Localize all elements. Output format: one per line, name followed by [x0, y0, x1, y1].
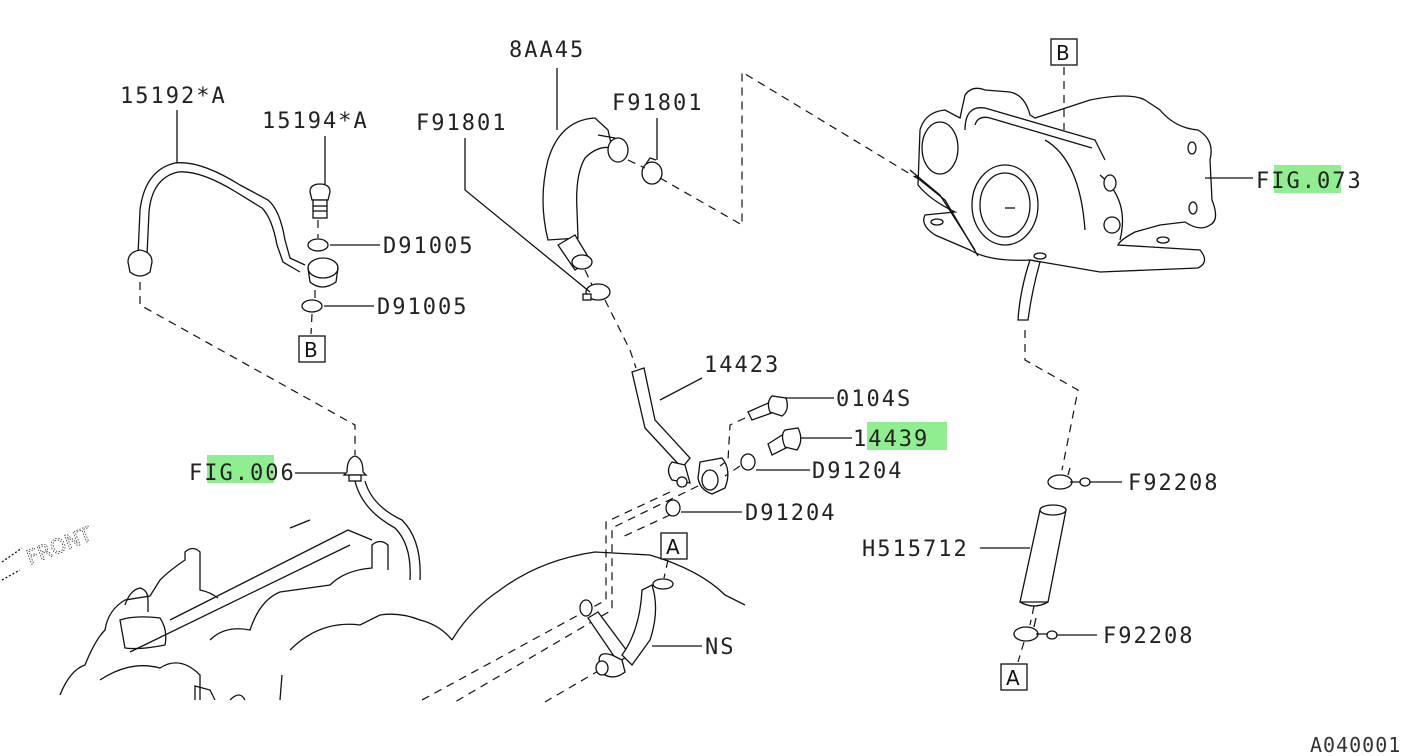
label-14423[interactable]: 14423	[704, 353, 780, 378]
label-F91801-right[interactable]: F91801	[612, 91, 703, 116]
leader-line	[464, 138, 591, 293]
diagram-code: A040001	[1310, 733, 1401, 756]
highlight	[867, 422, 947, 450]
assembly-line	[663, 559, 669, 579]
assembly-line	[724, 465, 741, 477]
front-direction-indicator: FRONT	[1, 521, 96, 581]
label-D91204-top[interactable]: D91204	[812, 459, 903, 484]
clamp-f91801-left[interactable]	[582, 283, 611, 301]
label-15194A[interactable]: 15194*A	[262, 109, 369, 134]
fitting-fig006[interactable]	[342, 455, 368, 482]
assembly-line	[584, 269, 637, 369]
ref-box-B-top[interactable]	[1050, 38, 1078, 66]
ref-box-A-middle[interactable]	[660, 532, 688, 560]
label-14439[interactable]: 14439	[853, 422, 947, 452]
ref-box-B-top-text: B	[1056, 41, 1070, 65]
label-F91801-left[interactable]: F91801	[416, 111, 507, 136]
label-NS[interactable]: NS	[705, 635, 736, 660]
union-bolt-15194[interactable]	[309, 183, 331, 219]
highlight	[207, 455, 274, 483]
label-D91204-bottom[interactable]: D91204	[745, 501, 836, 526]
highlight	[1274, 165, 1341, 193]
clamp-f92208-bottom[interactable]	[1013, 617, 1058, 642]
svg-text:14439: 14439	[853, 427, 929, 452]
ref-box-A-middle-text: A	[666, 535, 680, 559]
svg-text:FIG.006: FIG.006	[189, 461, 296, 486]
ref-box-A-bottom[interactable]	[1000, 663, 1028, 691]
svg-text:FRONT: FRONT	[23, 521, 96, 569]
label-D91005-bottom[interactable]: D91005	[377, 295, 468, 320]
ref-box-B-left-text: B	[304, 338, 318, 362]
label-H515712[interactable]: H515712	[862, 537, 969, 562]
label-FIG006[interactable]: FIG.006	[189, 455, 296, 486]
hose-8AA45[interactable]	[542, 117, 629, 271]
union-bolt-14439[interactable]	[767, 427, 802, 456]
leader-line	[659, 377, 703, 401]
label-D91005-top[interactable]: D91005	[383, 234, 474, 259]
svg-text:FIG.073: FIG.073	[1256, 169, 1363, 194]
ref-box-A-bottom-text: A	[1006, 666, 1020, 690]
assembly-line	[619, 514, 671, 539]
assembly-line	[544, 669, 601, 703]
assembly-line	[1017, 641, 1025, 663]
engine-block	[59, 480, 746, 701]
label-FIG073[interactable]: FIG.073	[1256, 165, 1363, 194]
assembly-line	[1029, 605, 1035, 626]
label-8AA45[interactable]: 8AA45	[509, 38, 585, 63]
clamp-f91801-right[interactable]	[641, 157, 663, 185]
assembly-line	[719, 417, 746, 467]
washer-d91005-bottom[interactable]	[301, 299, 323, 313]
label-F92208-bottom[interactable]: F92208	[1103, 624, 1194, 649]
oil-pipe-15192[interactable]	[127, 162, 339, 288]
assembly-line	[454, 485, 699, 703]
hose-fitting-NS[interactable]	[579, 578, 674, 678]
clamp-f92208-top[interactable]	[1047, 467, 1091, 490]
washer-d91204-top[interactable]	[740, 453, 756, 471]
hose-H515712[interactable]	[1019, 504, 1067, 607]
assembly-line	[627, 70, 921, 227]
label-0104S[interactable]: 0104S	[836, 387, 912, 412]
ref-box-B-left[interactable]	[298, 335, 326, 363]
label-15192A[interactable]: 15192*A	[120, 84, 227, 109]
assembly-line	[1024, 330, 1079, 471]
pipe-14423[interactable]	[631, 367, 729, 495]
assembly-line	[139, 282, 356, 455]
assembly-line	[421, 491, 671, 701]
washer-d91204-bottom[interactable]	[665, 499, 681, 517]
washer-d91005-top[interactable]	[307, 238, 329, 252]
turbocharger[interactable]	[909, 87, 1217, 321]
label-F92208-top[interactable]: F92208	[1128, 471, 1219, 496]
bolt-0104S[interactable]	[747, 395, 788, 421]
assembly-line	[310, 313, 313, 335]
